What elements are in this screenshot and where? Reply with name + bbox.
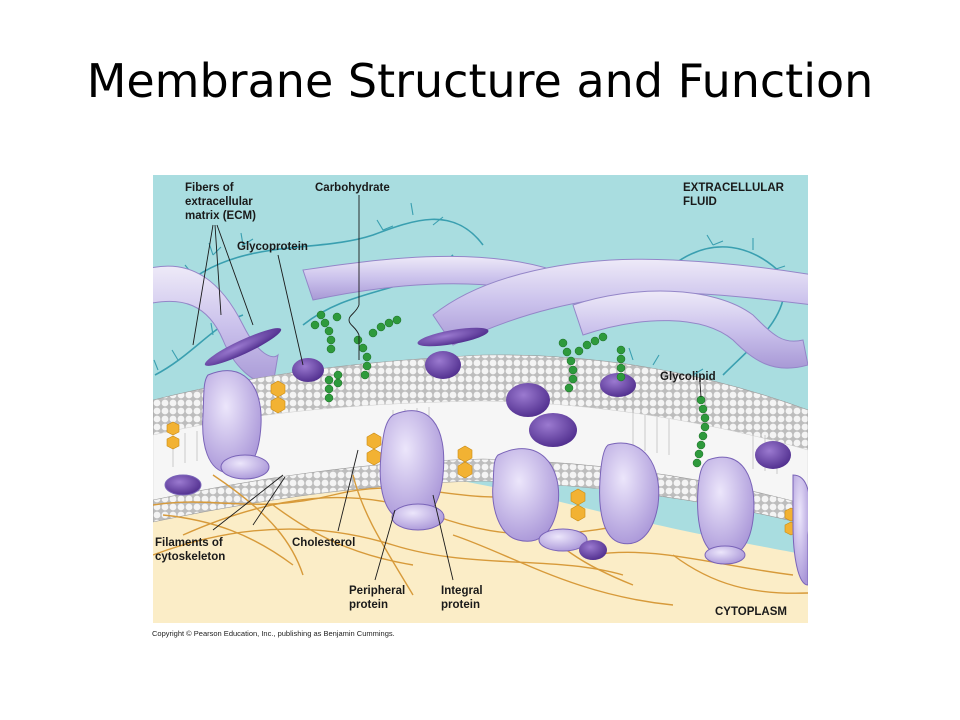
membrane-diagram: Fibers of extracellular matrix (ECM) Car… (153, 175, 808, 623)
label-extracellular-fluid: EXTRACELLULAR FLUID (683, 182, 787, 208)
integral-proteins (164, 370, 808, 586)
label-filaments-cytoskeleton: Filaments of cytoskeleton (155, 537, 226, 563)
label-cytoplasm: CYTOPLASM (715, 606, 787, 618)
cholesterol-molecules (166, 380, 798, 536)
label-cholesterol: Cholesterol (292, 537, 355, 549)
label-peripheral-protein: Peripheral protein (349, 585, 408, 611)
label-glycoprotein: Glycoprotein (237, 241, 308, 253)
ecm-fibers (153, 255, 808, 386)
peripheral-proteins (292, 351, 791, 560)
slide-title: Membrane Structure and Function (86, 54, 874, 108)
carbohydrate-chains (310, 310, 710, 468)
leader-lines (192, 195, 702, 581)
copyright-notice: Copyright © Pearson Education, Inc., pub… (152, 629, 395, 638)
label-fibers-ecm: Fibers of extracellular matrix (ECM) (185, 182, 256, 222)
label-carbohydrate: Carbohydrate (315, 182, 390, 194)
label-glycolipid: Glycolipid (660, 371, 716, 383)
label-integral-protein: Integral protein (441, 585, 486, 611)
